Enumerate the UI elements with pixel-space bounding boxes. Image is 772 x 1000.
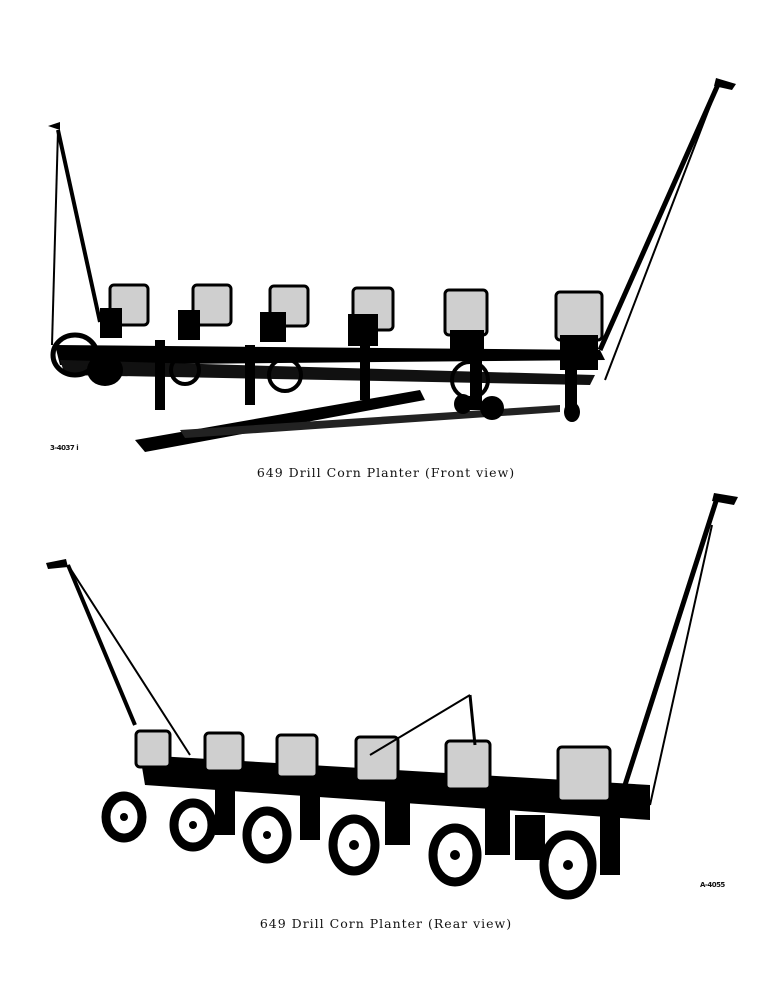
rear-view-caption: 649 Drill Corn Planter (Rear view) (259, 916, 513, 931)
rear-view-planter-image (46, 493, 738, 900)
rear-view-figure (0, 485, 772, 905)
front-view-caption: 649 Drill Corn Planter (Front view) (256, 465, 516, 480)
front-view-negative-number: 3-4037 i (50, 444, 79, 452)
rear-view-negative-number: A-4055 (700, 881, 725, 889)
front-view-figure (0, 60, 772, 460)
front-view-planter-image (48, 78, 736, 452)
